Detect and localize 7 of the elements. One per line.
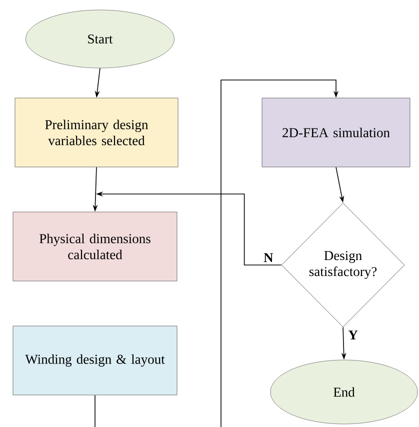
process-box: Winding design & layout [12, 326, 178, 396]
process-box: Physical dimensions calculated [12, 212, 178, 282]
arrow [220, 80, 339, 427]
process-box: 2D-FEA simulation [262, 98, 410, 168]
process-box: Preliminary design variables selected [14, 98, 178, 168]
edge-label: N [264, 253, 274, 262]
edge-label: Y [348, 330, 358, 340]
